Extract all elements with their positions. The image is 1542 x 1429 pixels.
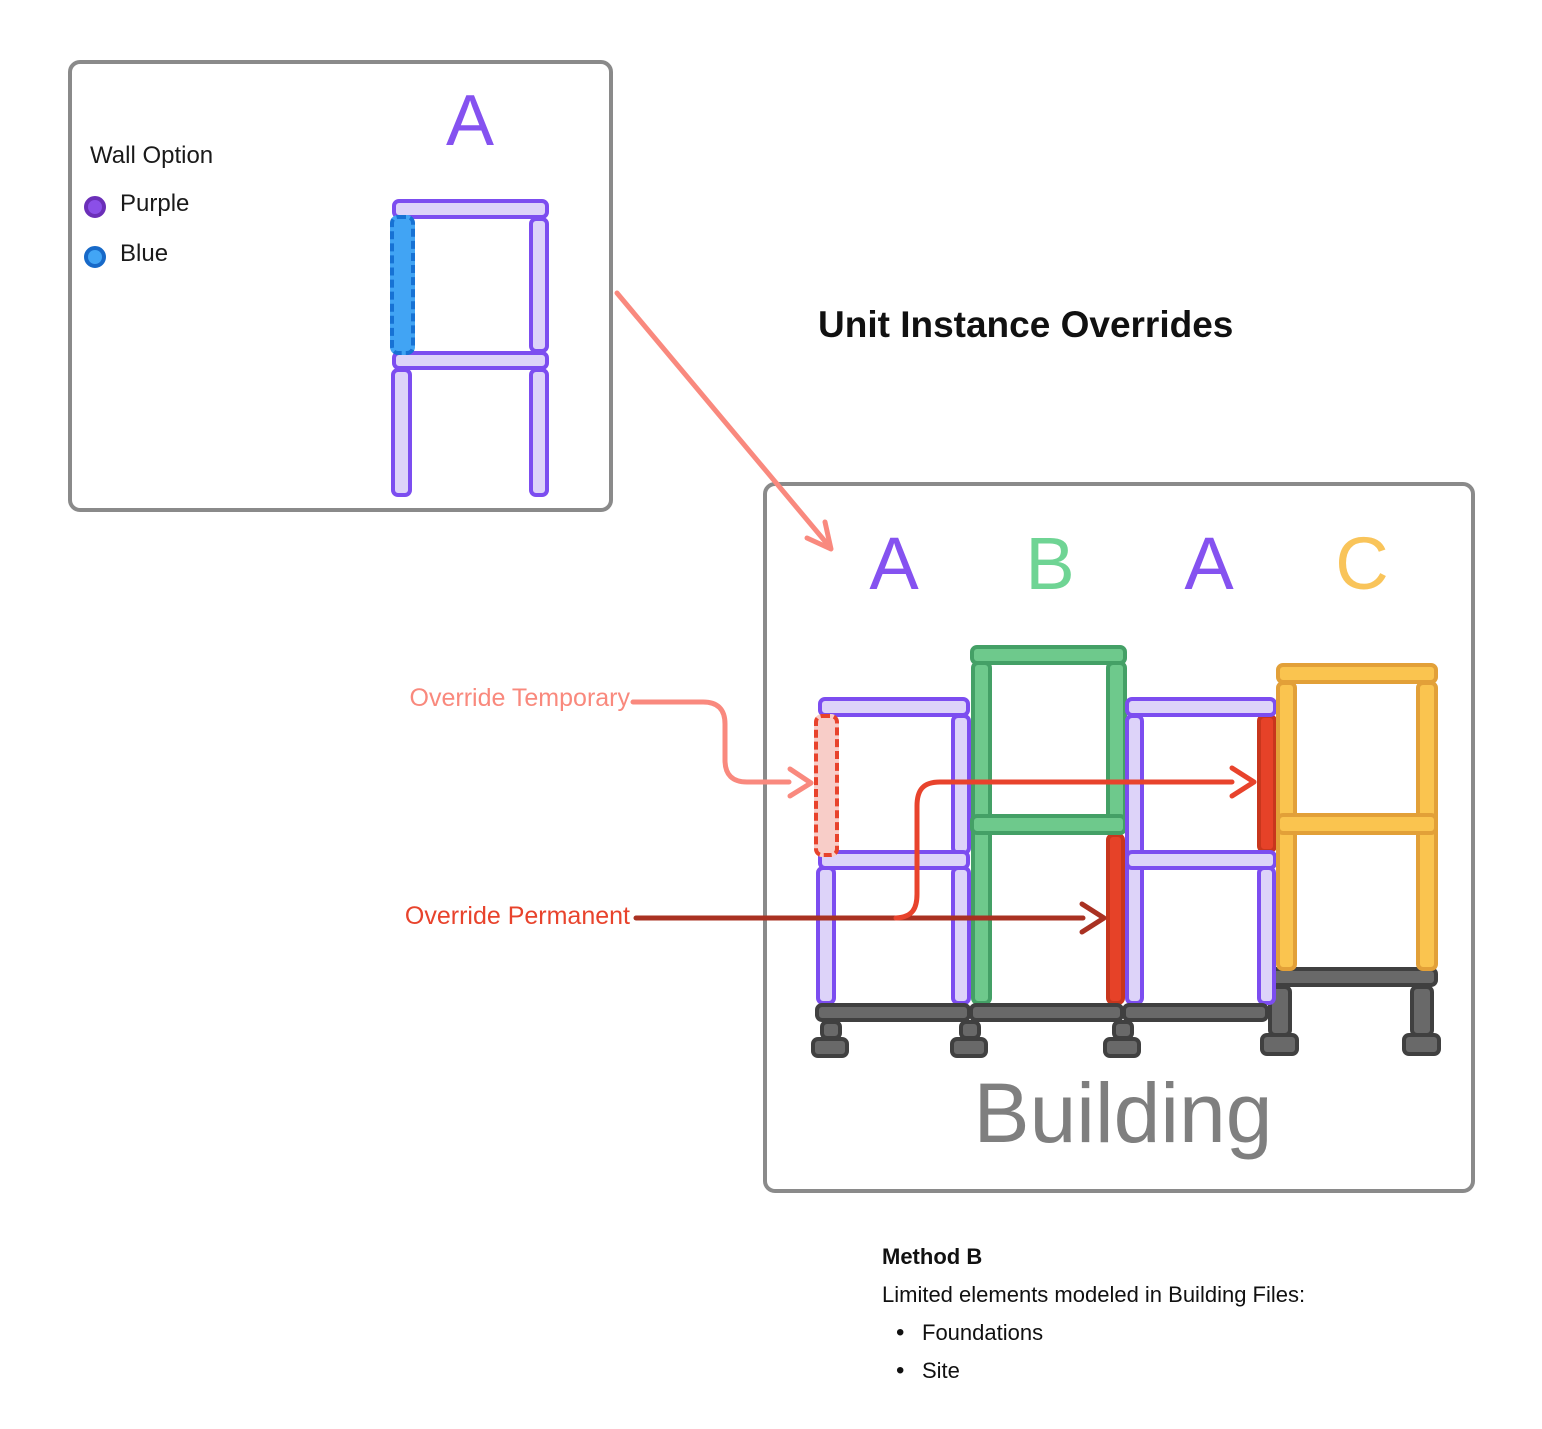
unit-c-top-bar [1276, 663, 1438, 684]
building-unit-letter-c: C [1335, 522, 1389, 605]
foundation-bar-segment [815, 1003, 971, 1022]
notes-bullet-site: Site [882, 1352, 1305, 1390]
building-unit-letter-a1: A [869, 522, 919, 605]
wall-option-heading: Wall Option [90, 142, 214, 169]
unit-a1-left-wall-override-temporary [814, 714, 839, 857]
unit-a2-mid-bar [1125, 850, 1277, 870]
notes-heading: Method B [882, 1244, 983, 1269]
unit-b-mid-bar [970, 814, 1127, 835]
unit-a1-lower-right-wall [951, 866, 971, 1005]
panel-unit-left-leg [391, 368, 412, 497]
notes-block: Method B Limited elements modeled in Bui… [882, 1238, 1305, 1390]
panel-unit-letter: A [445, 81, 495, 161]
override-temporary-label: Override Temporary [409, 684, 630, 712]
legend-label-blue: Blue [120, 240, 169, 267]
panel-unit-right-leg [529, 368, 549, 497]
unit-b-lower-right-wall-override-red [1106, 833, 1125, 1005]
foundation-foot [811, 1037, 849, 1058]
panel-unit-blue-override-wall [390, 215, 415, 355]
unit-a2-upper-right-wall-override-red [1257, 714, 1277, 853]
legend-dot-purple-icon [84, 196, 106, 218]
unit-c-mid-bar [1276, 813, 1438, 835]
unit-a2-lower-right-wall [1257, 866, 1276, 1005]
unit-a1-mid-bar [818, 850, 970, 870]
building-unit-letter-b: B [1025, 522, 1075, 605]
unit-a1-lower-left-wall [816, 866, 836, 1005]
notes-bullet-list: Foundations Site [882, 1314, 1305, 1390]
foundation-foot [950, 1037, 988, 1058]
notes-bullet-foundations: Foundations [882, 1314, 1305, 1352]
building-caption: Building [973, 1066, 1273, 1160]
foundation-leg [1410, 985, 1434, 1037]
legend-dot-blue-icon [84, 246, 106, 268]
foundation-foot [1103, 1037, 1141, 1058]
foundation-bar-segment [1122, 1003, 1269, 1022]
foundation-bar-segment [969, 1003, 1124, 1022]
wall-option-panel [68, 60, 613, 512]
foundation-foot [1402, 1033, 1441, 1056]
page-title: Unit Instance Overrides [818, 304, 1234, 345]
unit-b-upper-right-wall [1106, 661, 1127, 821]
unit-a1-upper-right-wall [951, 714, 971, 855]
legend-label-purple: Purple [120, 190, 190, 217]
override-permanent-label: Override Permanent [404, 902, 630, 930]
building-unit-letter-a2: A [1184, 522, 1234, 605]
panel-unit-top-bar [392, 199, 549, 219]
unit-a1-top-bar [818, 697, 970, 717]
unit-b-top-bar [970, 645, 1127, 665]
panel-unit-right-wall [529, 217, 549, 353]
notes-body: Limited elements modeled in Building Fil… [882, 1282, 1306, 1307]
unit-a2-top-bar [1125, 697, 1277, 717]
panel-unit-mid-bar [392, 351, 549, 370]
foundation-foot [1260, 1033, 1299, 1056]
